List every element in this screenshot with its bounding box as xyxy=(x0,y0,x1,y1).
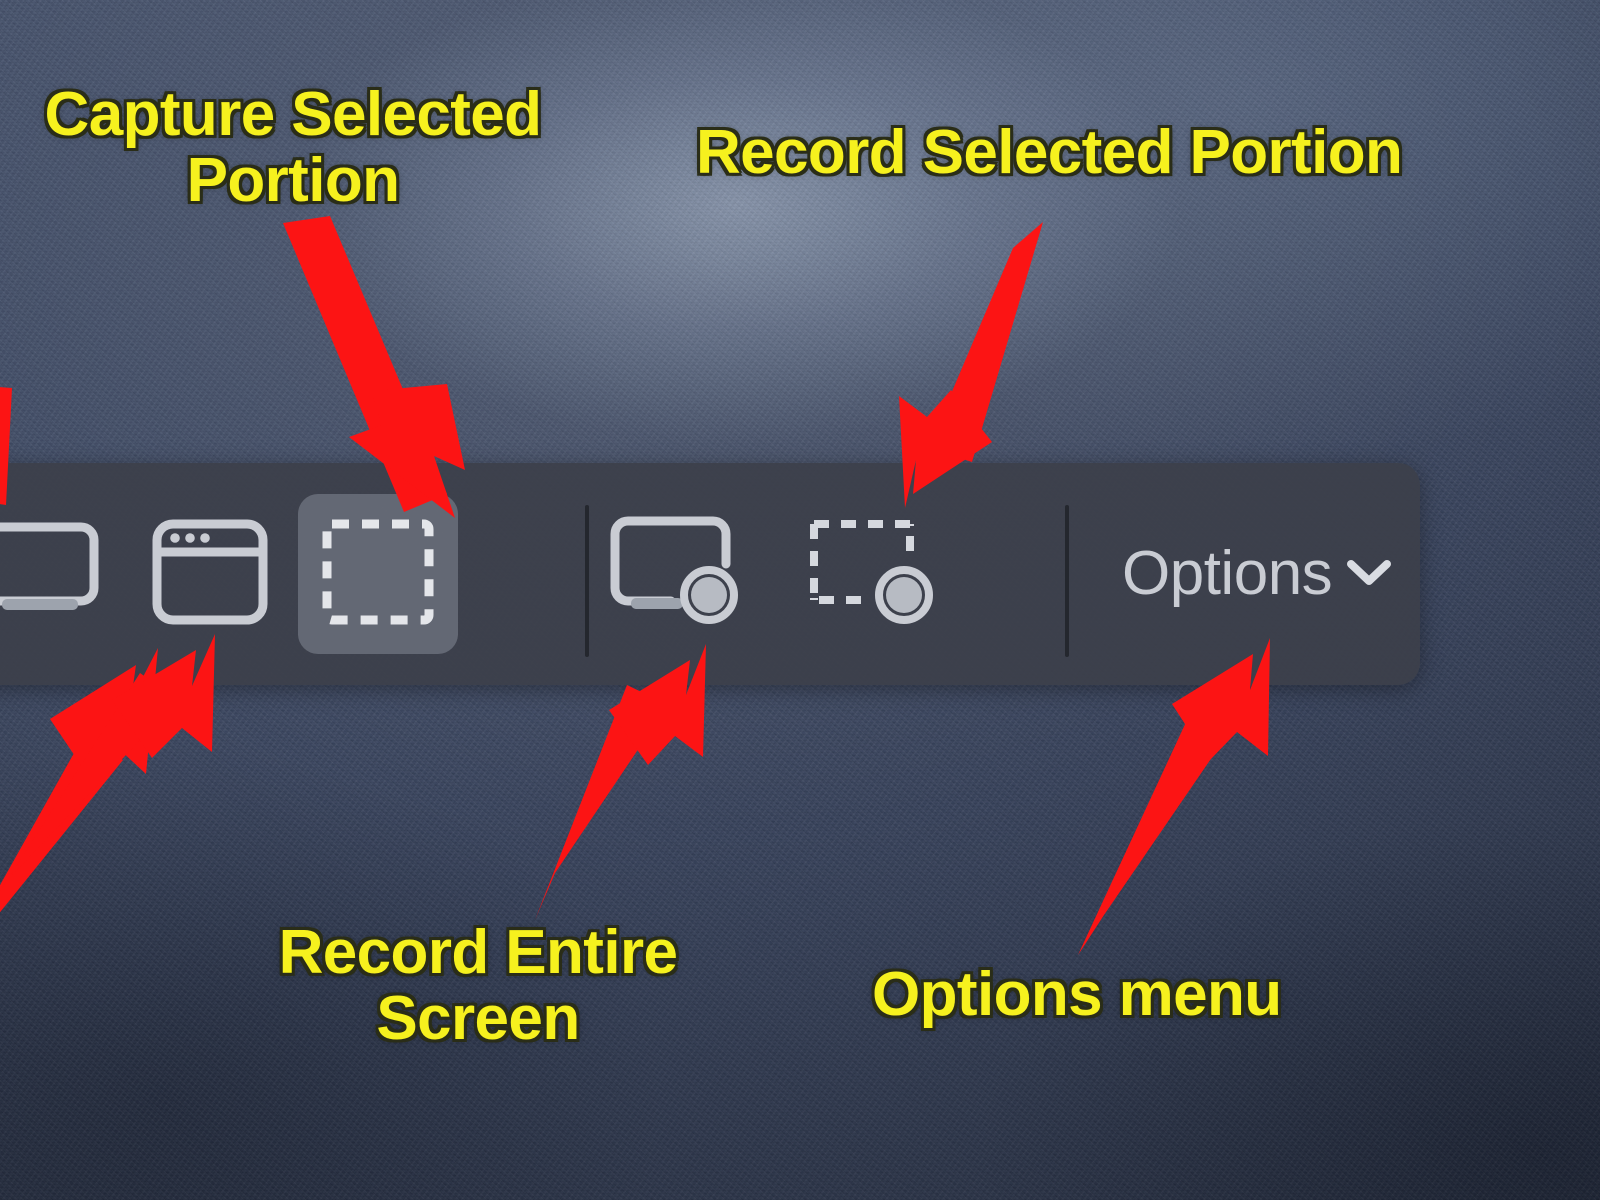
capture-entire-screen-button[interactable] xyxy=(0,494,120,654)
options-label: Options xyxy=(1122,539,1333,608)
screenshot-toolbar: Options xyxy=(0,463,1420,685)
capture-selected-window-button[interactable] xyxy=(130,494,290,654)
window-icon xyxy=(151,516,269,633)
display-record-icon xyxy=(605,512,745,637)
record-entire-screen-button[interactable] xyxy=(595,494,755,654)
annotation-options-menu: Options menu xyxy=(872,960,1282,1029)
annotation-capture-selected-portion: Capture Selected Portion xyxy=(44,80,543,215)
dashed-selection-icon xyxy=(319,516,437,633)
toolbar-divider-1 xyxy=(585,505,589,657)
dashed-selection-record-icon xyxy=(800,512,940,637)
display-screen-icon xyxy=(0,517,100,632)
annotation-record-entire-screen: Record Entire Screen xyxy=(278,918,678,1053)
annotation-record-selected-portion: Record Selected Portion xyxy=(696,118,1403,187)
options-button[interactable]: Options xyxy=(1100,529,1414,619)
capture-selected-portion-button[interactable] xyxy=(298,494,458,654)
record-selected-portion-button[interactable] xyxy=(790,494,950,654)
toolbar-divider-2 xyxy=(1065,505,1069,657)
chevron-down-icon xyxy=(1346,557,1392,592)
